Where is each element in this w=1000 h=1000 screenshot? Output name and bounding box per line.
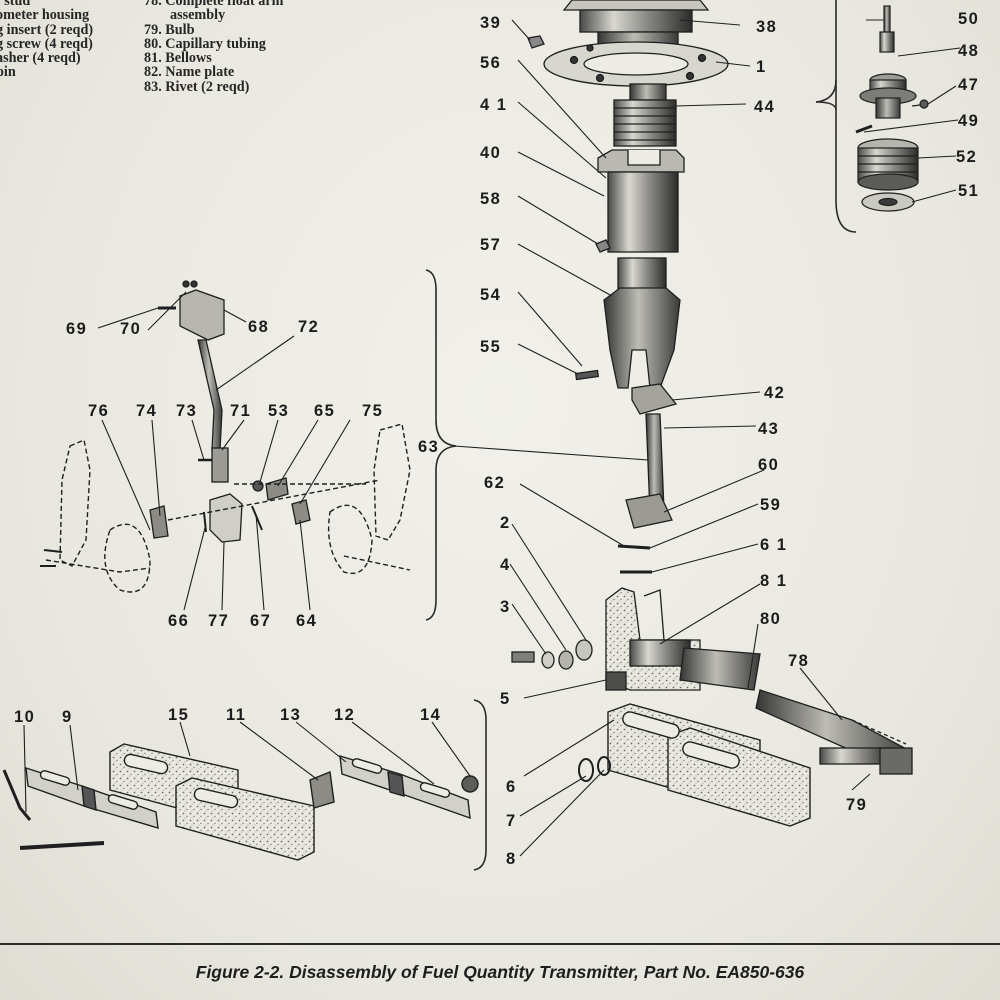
legend-text: Capillary tubing bbox=[165, 35, 266, 52]
callout-41: 4 1 bbox=[480, 96, 507, 114]
legend-num: 78. bbox=[144, 0, 162, 9]
callout-56: 56 bbox=[480, 54, 501, 72]
callout-10: 10 bbox=[14, 708, 35, 726]
callout-9: 9 bbox=[62, 708, 73, 726]
legend-left-line: asher (4 reqd) bbox=[0, 51, 81, 66]
leader-lines bbox=[23, 19, 961, 857]
callout-3: 3 bbox=[500, 598, 511, 616]
callout-71: 71 bbox=[230, 402, 251, 420]
legend-left-line: ; stud bbox=[0, 0, 31, 9]
right-float-blocks bbox=[578, 703, 811, 827]
legend-left-line: g insert (2 reqd) bbox=[0, 22, 94, 37]
transmitter-housing-stack bbox=[511, 0, 761, 691]
legend-num: 83. bbox=[144, 78, 162, 95]
callout-48: 48 bbox=[958, 42, 979, 60]
callout-11: 11 bbox=[226, 706, 246, 724]
callout-5: 5 bbox=[500, 690, 511, 708]
callout-63: 63 bbox=[418, 438, 439, 456]
callout-81: 8 1 bbox=[760, 572, 787, 590]
legend-left-line: g screw (4 reqd) bbox=[0, 36, 93, 52]
callout-6: 6 bbox=[506, 778, 517, 796]
callout-60: 60 bbox=[758, 456, 779, 474]
callout-68: 68 bbox=[248, 318, 269, 336]
callout-69: 69 bbox=[66, 320, 87, 338]
callout-42: 42 bbox=[764, 384, 785, 402]
callout-64: 64 bbox=[296, 612, 317, 630]
legend-text: Complete float arm bbox=[165, 0, 284, 9]
legend-num: 82. bbox=[144, 64, 162, 81]
figure-caption: Figure 2-2. Disassembly of Fuel Quantity… bbox=[195, 962, 805, 982]
callout-72: 72 bbox=[298, 318, 319, 336]
callout-53: 53 bbox=[268, 402, 289, 420]
legend-text: Bulb bbox=[165, 21, 195, 38]
callout-8: 8 bbox=[506, 850, 517, 868]
callout-49: 49 bbox=[958, 112, 979, 130]
legend-text: Rivet (2 reqd) bbox=[165, 78, 250, 95]
callout-44: 44 bbox=[754, 98, 775, 116]
callout-58: 58 bbox=[480, 190, 501, 208]
callout-50: 50 bbox=[958, 10, 979, 28]
bellows-subassembly-bracket bbox=[815, 0, 857, 233]
callout-76: 76 bbox=[88, 402, 109, 420]
callout-numbers: 39 38 1 56 4 1 44 40 58 57 54 55 42 43 6… bbox=[14, 10, 979, 868]
callout-43: 43 bbox=[758, 420, 779, 438]
callout-51: 51 bbox=[958, 182, 979, 200]
parts-legend: ; stud 78. Complete float arm ometer hous… bbox=[0, 0, 316, 94]
callout-67: 67 bbox=[250, 612, 271, 630]
callout-57: 57 bbox=[480, 236, 501, 254]
callout-61: 6 1 bbox=[760, 536, 787, 554]
callout-4: 4 bbox=[500, 556, 511, 574]
callout-80: 80 bbox=[760, 610, 781, 628]
callout-75: 75 bbox=[362, 402, 383, 420]
callout-79: 79 bbox=[846, 796, 867, 814]
legend-num: 79. bbox=[144, 21, 162, 38]
callout-47: 47 bbox=[958, 76, 979, 94]
callout-74: 74 bbox=[136, 402, 157, 420]
potentiometer-mechanism bbox=[40, 280, 411, 593]
left-float-blocks bbox=[2, 743, 479, 861]
legend-text: Name plate bbox=[165, 64, 235, 81]
legend-text: Bellows bbox=[165, 50, 212, 67]
callout-54: 54 bbox=[480, 286, 501, 304]
callout-70: 70 bbox=[120, 320, 141, 338]
callout-38: 38 bbox=[756, 18, 777, 36]
bellows-subassembly-parts bbox=[855, 5, 929, 212]
legend-left-line: ometer housing bbox=[0, 8, 90, 23]
callout-2: 2 bbox=[500, 514, 511, 532]
callout-15: 15 bbox=[168, 706, 189, 724]
legend-left-line: pin bbox=[0, 65, 16, 80]
callout-73: 73 bbox=[176, 402, 197, 420]
callout-12: 12 bbox=[334, 706, 355, 724]
callout-52: 52 bbox=[956, 148, 977, 166]
callout-78: 78 bbox=[788, 652, 809, 670]
callout-40: 40 bbox=[480, 144, 501, 162]
callout-59: 59 bbox=[760, 496, 781, 514]
legend-num: 81. bbox=[144, 50, 162, 67]
caption-divider bbox=[0, 943, 1000, 945]
callout-77: 77 bbox=[208, 612, 229, 630]
callout-65: 65 bbox=[314, 402, 335, 420]
callout-14: 14 bbox=[420, 706, 441, 724]
callout-39: 39 bbox=[480, 14, 501, 32]
callout-7: 7 bbox=[506, 812, 517, 830]
callout-1: 1 bbox=[756, 58, 767, 76]
callout-62: 62 bbox=[484, 474, 505, 492]
callout-13: 13 bbox=[280, 706, 301, 724]
float-arm-assembly bbox=[755, 689, 913, 775]
callout-66: 66 bbox=[168, 612, 189, 630]
legend-text: assembly bbox=[170, 7, 226, 24]
callout-55: 55 bbox=[480, 338, 501, 356]
legend-num: 80. bbox=[144, 35, 162, 52]
